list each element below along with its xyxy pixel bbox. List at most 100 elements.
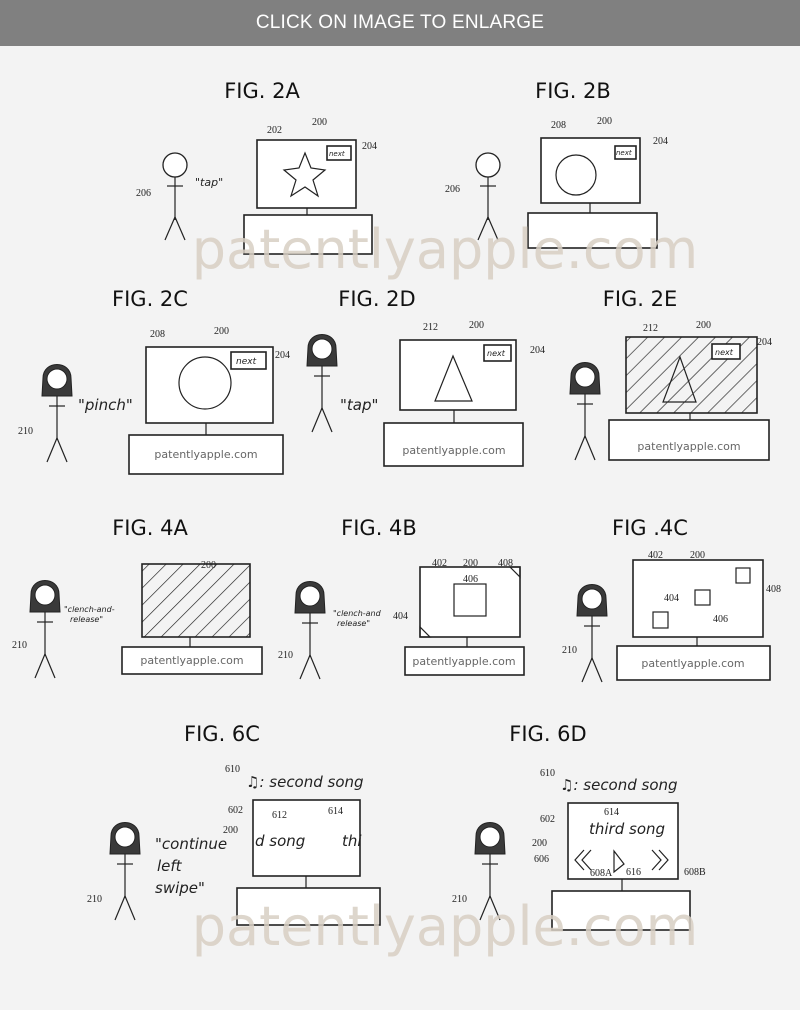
ref-label: 200 (690, 550, 705, 561)
speech-text: "pinch" (78, 396, 133, 414)
device-base (243, 214, 373, 255)
figure-title: FIG. 2D (338, 287, 415, 311)
next-button: next (616, 149, 632, 157)
ref-label: 212 (423, 322, 438, 333)
ref-label: 200 (597, 116, 612, 127)
person-icon (569, 361, 601, 461)
device-base (551, 890, 691, 931)
triangle-icon (434, 354, 473, 402)
ref-label: 208 (551, 120, 566, 131)
display-screen (632, 559, 764, 638)
ref-label: 200 (312, 117, 327, 128)
corner-handle (508, 566, 521, 579)
ref-label: 210 (12, 640, 27, 651)
figure-4b: FIG. 4B "clench-and release" patentlyapp… (278, 516, 525, 680)
person-icon (109, 821, 141, 921)
ref-label: 204 (653, 136, 668, 147)
figure-title: FIG. 6C (184, 722, 260, 746)
next-button: next (715, 348, 734, 357)
ref-label: 602 (540, 814, 555, 825)
patent-drawings: FIG. 2A "tap" next 202 200 204 206 FIG. … (12, 79, 781, 958)
ref-label: 210 (87, 894, 102, 905)
song-title-left: d song (255, 832, 305, 850)
watermark: patentlyapple.com (140, 654, 243, 667)
speech-text: "tap" (195, 176, 223, 189)
click-to-enlarge-banner[interactable]: CLICK ON IMAGE TO ENLARGE (0, 0, 800, 46)
person-icon (306, 333, 338, 433)
ref-label: 406 (713, 614, 728, 625)
ref-label: 200 (463, 558, 478, 569)
ref-label: 210 (278, 650, 293, 661)
square-window (453, 583, 487, 617)
circle-icon (178, 356, 232, 410)
ref-label: 612 (272, 810, 287, 821)
ref-label: 204 (757, 337, 772, 348)
figure-2c: FIG. 2C "pinch" next patentlyapple.com 2… (18, 287, 290, 475)
ref-label: 202 (267, 125, 282, 136)
display-screen (419, 566, 521, 638)
ref-label: 610 (540, 768, 555, 779)
ref-label: 602 (228, 805, 243, 816)
play-icon[interactable] (613, 849, 625, 874)
ref-label: 212 (643, 323, 658, 334)
ref-label: 404 (393, 611, 408, 622)
figure-2e: FIG. 2E next patentlyapple.com 212 200 2… (569, 287, 772, 461)
ref-label: 208 (150, 329, 165, 340)
figure-4c: FIG .4C patentlyapple.com 402 200 408 40… (562, 516, 781, 683)
watermark: patentlyapple.com (192, 218, 699, 281)
device-base (236, 887, 381, 926)
ref-label: 402 (432, 558, 447, 569)
speech-text: release" (337, 619, 370, 628)
person-icon (29, 579, 61, 679)
ref-label: 608A (590, 868, 613, 879)
ref-label: 610 (225, 764, 240, 775)
display-screen (252, 799, 361, 877)
watermark: patentlyapple.com (412, 655, 515, 668)
ref-label: 614 (328, 806, 343, 817)
ref-label: 204 (275, 350, 290, 361)
person-icon (162, 152, 188, 241)
figure-title: FIG. 4A (112, 516, 188, 540)
speech-text: "continue (155, 835, 227, 853)
speech-text: release" (70, 615, 103, 624)
ref-label: 200 (223, 825, 238, 836)
figure-title: FIG .4C (612, 516, 688, 540)
figure-2a: FIG. 2A "tap" next 202 200 204 206 (136, 79, 377, 255)
next-icon[interactable] (651, 849, 669, 871)
ref-label: 408 (498, 558, 513, 569)
ref-label: 606 (534, 854, 549, 865)
ref-label: 210 (18, 426, 33, 437)
watermark: patentlyapple.com (641, 657, 744, 670)
ref-label: 200 (532, 838, 547, 849)
speech-text: "clench-and- (64, 605, 115, 614)
figure-6c: FIG. 6C "continue left swipe" 610 ♫: sec… (87, 722, 381, 926)
ref-label: 204 (362, 141, 377, 152)
ref-label: 204 (530, 345, 545, 356)
ref-label: 210 (562, 645, 577, 656)
device-base (616, 645, 771, 681)
device-base (527, 212, 658, 249)
next-button: next (329, 150, 345, 158)
ref-label: 402 (648, 550, 663, 561)
previous-icon[interactable] (574, 849, 592, 871)
ref-label: 408 (766, 584, 781, 595)
now-playing-text: ♫: second song (246, 773, 364, 791)
device-base (383, 422, 524, 467)
ref-label: 200 (469, 320, 484, 331)
figure-4a: FIG. 4A "clench-and- release" patentlyap… (12, 516, 263, 679)
display-screen-dimmed (141, 563, 251, 638)
figure-6d: FIG. 6D 610 ♫: second song third song 61… (452, 722, 706, 931)
figure-title: FIG. 6D (509, 722, 586, 746)
speech-text: "clench-and (333, 609, 382, 618)
corner-handle (419, 625, 432, 638)
figure-2d: FIG. 2D "tap" next patentlyapple.com 212… (306, 287, 545, 467)
ref-label: 210 (452, 894, 467, 905)
circle-icon (555, 154, 597, 196)
ref-label: 406 (463, 574, 478, 585)
display-screen (567, 802, 679, 880)
figure-title: FIG. 2C (112, 287, 188, 311)
device-base (128, 434, 284, 475)
song-title-right: thi (342, 832, 362, 850)
ref-label: 404 (664, 593, 679, 604)
